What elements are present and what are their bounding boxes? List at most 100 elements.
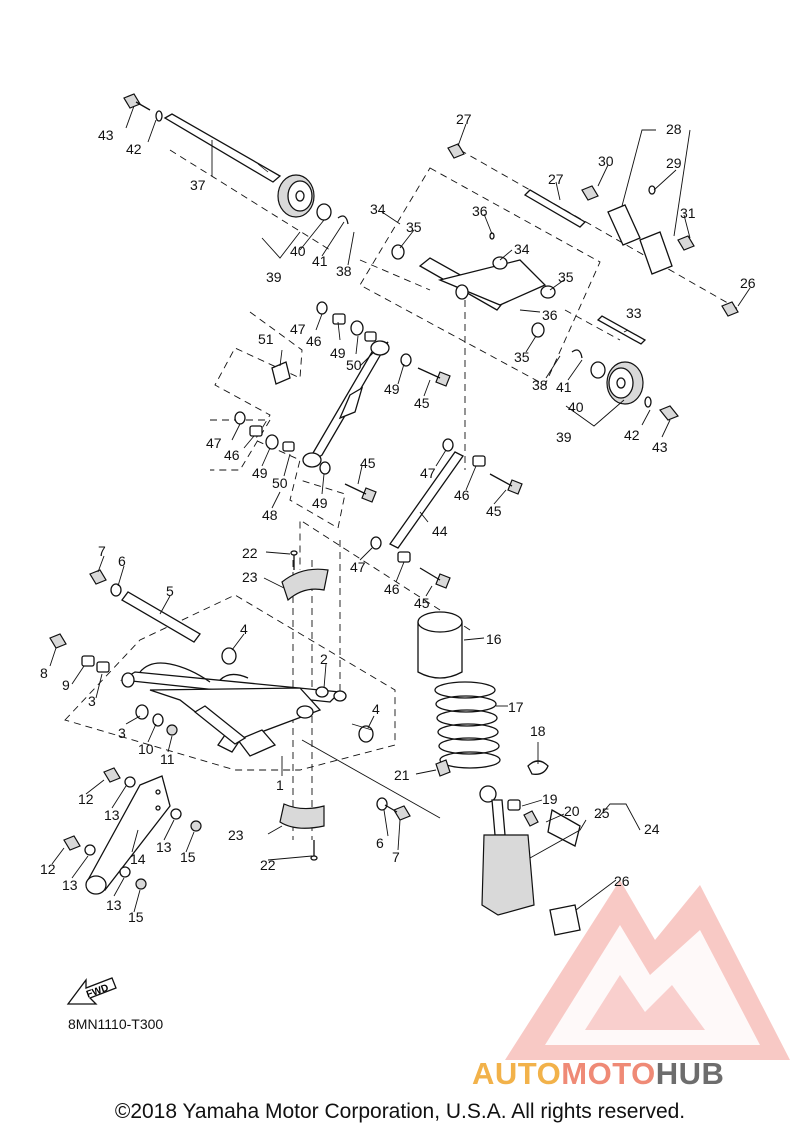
callout-45b: 45 [360,455,376,471]
callout-9: 9 [62,677,70,693]
callout-1: 1 [276,777,284,793]
shaft-37 [163,113,282,183]
callout-45: 45 [414,395,430,411]
spring-17 [434,681,501,769]
callout-15b: 15 [128,909,144,925]
callout-39: 39 [266,269,282,285]
callout-23b: 23 [228,827,244,843]
bolt-43-top [123,93,163,122]
watermark-hub: HUB [655,1056,725,1091]
callout-46d: 46 [384,581,400,597]
shaft-28 [523,189,587,228]
axis-line-7 [564,309,621,341]
bolt-45-b [361,487,377,503]
watermark-logo [505,880,790,1060]
callout-2: 2 [320,651,328,667]
callout-37: 37 [190,177,206,193]
callout-23: 23 [242,569,258,585]
callout-46c: 46 [454,487,470,503]
axis-line-6 [359,259,431,291]
bolt-45-d [435,573,451,589]
callout-43b: 43 [652,439,668,455]
collar-4-top [221,647,237,665]
callout-30: 29 [666,155,682,171]
callout-51: 51 [258,331,274,347]
callout-33: 34 [370,201,386,217]
watermark-moto: MOTO [561,1056,656,1091]
callout-25: 25 [594,805,610,821]
collar-3 [96,661,110,673]
shock-absorber-24 [479,785,581,936]
bolt-12-bottom [63,835,81,851]
bolt-45-a [435,371,451,387]
callout-47c: 47 [420,465,436,481]
callout-22b: 22 [260,857,276,873]
rear-arm-1 [120,662,347,757]
callout-49c: 49 [252,465,268,481]
callout-40: 40 [290,243,306,259]
callout-7b: 7 [392,849,400,865]
rod-44 [389,451,464,549]
callout-15: 15 [180,849,196,865]
washer-6-top [110,583,122,597]
callout-4: 4 [240,621,248,637]
clip-18 [527,760,549,775]
callout-13d: 13 [106,897,122,913]
callout-5: 5 [166,583,174,599]
callout-39b: 39 [556,429,572,445]
callout-13c: 13 [62,877,78,893]
callout-42: 42 [126,141,142,157]
callout-6b: 6 [376,835,384,851]
callout-27b: 26 [740,275,756,291]
callout-22: 22 [242,545,258,561]
group-48-outline [214,311,346,529]
callout-13: 13 [104,807,120,823]
callout-17: 17 [508,699,524,715]
axis-line-8 [459,149,741,311]
guide-23-top [281,550,329,602]
callout-16: 16 [486,631,502,647]
callout-48: 48 [262,507,278,523]
callout-36b: 36 [542,307,558,323]
callout-10: 10 [138,741,154,757]
callout-45c: 45 [486,503,502,519]
bolt-27-bottom [721,301,739,317]
callout-47d: 47 [350,559,366,575]
callout-41b: 41 [556,379,572,395]
callout-46: 46 [306,333,322,349]
callout-38: 38 [336,263,352,279]
callout-21: 21 [394,767,410,783]
callout-labels: 43 42 37 40 41 38 39 27 28 29 30 27 31 2… [40,111,756,925]
wheel-39-top [277,174,349,225]
leader-lines [49,105,751,913]
watermark-text: AUTOMOTOHUB [472,1056,724,1092]
callout-50: 50 [346,357,362,373]
bolt-12-top [103,767,121,783]
callout-50b: 50 [272,475,288,491]
bushings-46-47-49 [234,301,486,563]
callout-35b: 35 [514,349,530,365]
bolt-45-c [507,479,523,495]
callout-32: 33 [626,305,642,321]
callout-3: 3 [88,693,96,709]
nut-21 [435,759,451,777]
fwd-arrow-icon: FWD [66,977,117,1005]
bolt-7-top [89,569,107,585]
collar-4-bottom [358,725,374,743]
shock-50 [271,340,390,468]
shaft-5 [121,591,201,643]
copyright-notice: ©2018 Yamaha Motor Corporation, U.S.A. A… [114,1100,686,1123]
callout-24: 24 [644,821,660,837]
callout-42b: 42 [624,427,640,443]
group-33-outline [359,167,601,386]
bolt-8 [49,633,67,649]
washer-10 [152,713,164,727]
callout-47: 47 [290,321,306,337]
callout-41: 41 [312,253,328,269]
callout-18: 18 [530,723,546,739]
nut-15-a [190,820,202,832]
callout-4b: 4 [372,701,380,717]
callout-11: 11 [160,751,175,767]
callout-12b: 12 [40,861,56,877]
callout-31: 30 [598,153,614,169]
